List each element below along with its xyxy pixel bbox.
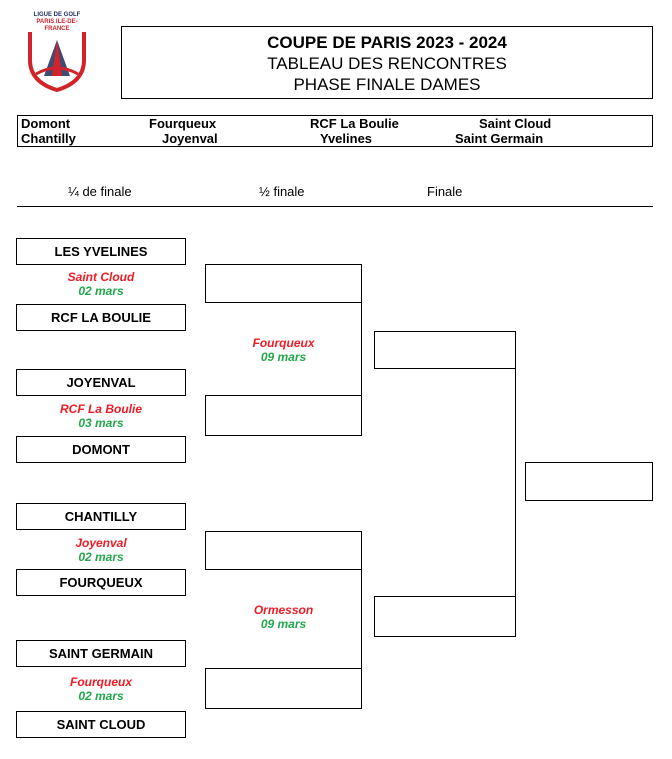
team-box: LES YVELINES: [16, 238, 186, 265]
match-venue: Saint Cloud: [67, 270, 135, 284]
venue-item: Saint Germain: [455, 131, 544, 146]
match-venue: Joyenval: [75, 536, 127, 550]
page-subtitle: TABLEAU DES RENCONTRES: [267, 54, 507, 73]
round-final-label: Finale: [427, 184, 463, 199]
semifinal-slot: [205, 668, 362, 709]
winner-slot: [525, 462, 653, 501]
venues-box: Domont Fourqueux RCF La Boulie Saint Clo…: [17, 115, 653, 147]
venue-item: Joyenval: [162, 131, 218, 146]
match-venue: Fourqueux: [252, 336, 315, 350]
match-info: RCF La Boulie 03 mars: [16, 402, 186, 430]
title-box: COUPE DE PARIS 2023 - 2024 TABLEAU DES R…: [121, 26, 653, 99]
golf-league-emblem-icon: [28, 32, 86, 93]
venue-item: Domont: [21, 116, 71, 131]
match-info: Fourqueux 02 mars: [16, 675, 186, 703]
bracket-connector: [515, 368, 516, 597]
header-divider: [17, 206, 653, 207]
logo-text-bottom: PARIS ILE-DE-FRANCE: [36, 19, 78, 32]
match-date: 02 mars: [78, 550, 124, 564]
page-phase: PHASE FINALE DAMES: [293, 75, 481, 94]
team-box: RCF LA BOULIE: [16, 304, 186, 331]
final-slot: [374, 596, 516, 637]
round-semi-label: ½ finale: [259, 184, 305, 199]
final-slot: [374, 331, 516, 369]
bracket-connector: [361, 569, 362, 669]
match-info: Fourqueux 09 mars: [205, 336, 362, 364]
semifinal-slot: [205, 395, 362, 436]
match-date: 03 mars: [78, 416, 124, 430]
semifinal-slot: [205, 264, 362, 303]
venue-item: Fourqueux: [149, 116, 217, 131]
match-venue: RCF La Boulie: [59, 402, 142, 416]
league-logo: LIGUE DE GOLF PARIS ILE-DE-FRANCE: [24, 12, 90, 93]
team-box: DOMONT: [16, 436, 186, 463]
venue-item: RCF La Boulie: [310, 116, 399, 131]
team-box: SAINT GERMAIN: [16, 640, 186, 667]
team-box: FOURQUEUX: [16, 569, 186, 596]
team-box: CHANTILLY: [16, 503, 186, 530]
logo-text-top: LIGUE DE GOLF: [33, 12, 81, 18]
match-venue: Fourqueux: [70, 675, 132, 689]
match-date: 09 mars: [260, 617, 307, 631]
team-box: JOYENVAL: [16, 369, 186, 396]
page-title: COUPE DE PARIS 2023 - 2024: [267, 33, 507, 52]
match-date: 02 mars: [78, 689, 124, 703]
match-date: 09 mars: [260, 350, 307, 364]
match-info: Ormesson 09 mars: [205, 603, 362, 631]
match-info: Joyenval 02 mars: [16, 536, 186, 564]
round-quarter-label: ¼ de finale: [68, 184, 132, 199]
match-venue: Ormesson: [253, 603, 314, 617]
venue-item: Chantilly: [21, 131, 76, 146]
venue-item: Yvelines: [320, 131, 373, 146]
match-info: Saint Cloud 02 mars: [16, 270, 186, 298]
venue-item: Saint Cloud: [479, 116, 552, 131]
bracket-connector: [361, 302, 362, 396]
team-box: SAINT CLOUD: [16, 711, 186, 738]
semifinal-slot: [205, 531, 362, 570]
match-date: 02 mars: [78, 284, 124, 298]
